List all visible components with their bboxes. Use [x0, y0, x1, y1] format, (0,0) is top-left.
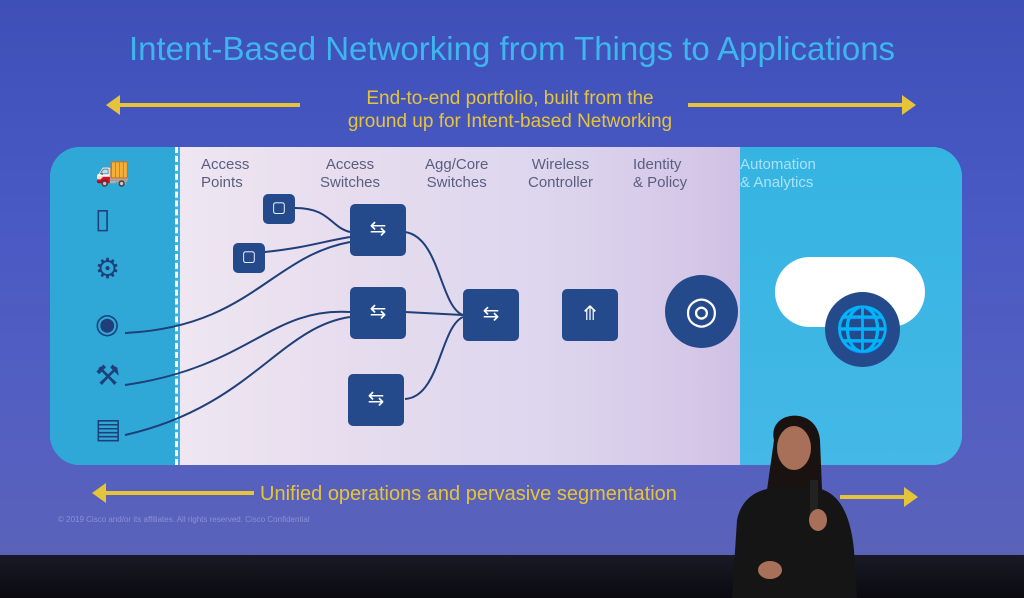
camera-icon: ◉: [95, 308, 120, 339]
link: [264, 236, 351, 253]
presentation-slide: Intent-Based Networking from Things to A…: [0, 0, 1024, 560]
connection-lines: [124, 207, 464, 436]
access-point-icon: ▢: [263, 194, 295, 224]
divider-line: [175, 147, 178, 465]
link: [294, 207, 351, 233]
link: [404, 316, 464, 400]
link: [124, 310, 351, 386]
tablet-icon: ▯: [95, 203, 111, 234]
link: [404, 311, 464, 316]
speaker-person: [732, 415, 857, 598]
truck-icon: 🚚: [95, 156, 130, 187]
fingerprint-icon: ◎: [665, 275, 738, 348]
left-arrow-icon: [104, 491, 254, 495]
stage: [0, 555, 1024, 598]
subtitle-line: End-to-end portfolio, built from the: [366, 88, 654, 109]
subtitle-line: ground up for Intent-based Networking: [347, 111, 673, 132]
link: [124, 241, 351, 334]
valve-icon: ⚙: [95, 253, 121, 284]
slide-title: Intent-Based Networking from Things to A…: [128, 30, 896, 67]
wireless-controller-icon: ⤊: [562, 289, 618, 341]
right-arrow-icon: [840, 487, 918, 507]
copyright: © 2019 Cisco and/or its affiliates. All …: [58, 515, 310, 524]
access-point-icon: ▢: [233, 243, 265, 273]
globe-icon: 🌐: [825, 292, 900, 367]
access-switch-icon: ⇆: [348, 374, 404, 426]
link: [124, 316, 351, 436]
bottom-caption: Unified operations and pervasive segment…: [260, 483, 677, 505]
core-switch-icon: ⇆: [463, 289, 519, 341]
column-label: Automation& Analytics: [740, 156, 816, 191]
access-switch-icon: ⇆: [350, 287, 406, 339]
column-label: Identity& Policy: [633, 156, 688, 191]
slide-subtitle: End-to-end portfolio, built from the gro…: [300, 87, 720, 133]
link: [404, 231, 464, 316]
server-icon: ▤: [95, 413, 122, 444]
right-arrow-icon: [688, 95, 916, 115]
left-arrow-icon: [118, 103, 300, 107]
access-switch-icon: ⇆: [350, 204, 406, 256]
robot-arm-icon: ⚒: [95, 360, 121, 391]
things-strip: [50, 147, 175, 465]
microphone-icon: [810, 480, 818, 520]
